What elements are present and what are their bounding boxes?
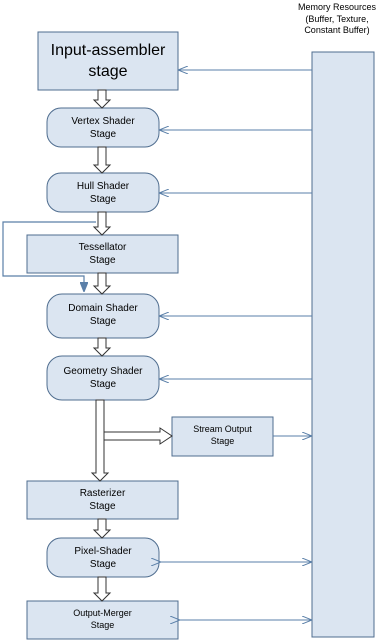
flow-arrow-ia-to-vertex xyxy=(92,89,112,109)
tessellator-bypass-arrow xyxy=(2,221,96,291)
memory-resources-label: Memory Resources (Buffer, Texture, Const… xyxy=(297,2,377,35)
memory-resources-column xyxy=(311,51,375,638)
stream-output-stage-box xyxy=(171,416,274,457)
flow-arrow-vertex-to-hull xyxy=(92,146,112,174)
tessellator-stage-box xyxy=(26,234,179,274)
tessellator-stage-label: Tessellator Stage xyxy=(78,242,127,266)
vertex-shader-stage-label: Vertex Shader Stage xyxy=(71,116,135,140)
hull-shader-stage-label: Hull Shader Stage xyxy=(76,181,130,205)
stream-output-stage-label: Stream Output Stage xyxy=(193,424,252,446)
flow-arrow-geometry-to-stream-output xyxy=(103,427,173,445)
domain-shader-stage-label: Domain Shader Stage xyxy=(68,303,138,327)
flow-arrow-pixel-to-output-merger xyxy=(92,576,112,602)
pixel-shader-stage-label: Pixel-Shader Stage xyxy=(74,546,132,570)
geometry-shader-stage-label: Geometry Shader Stage xyxy=(63,366,143,390)
flow-arrow-geometry-to-rasterizer xyxy=(90,399,110,482)
rasterizer-stage-label: Rasterizer Stage xyxy=(79,488,126,512)
output-merger-stage-label: Output-Merger Stage xyxy=(73,608,132,630)
flow-arrow-tessellator-to-domain xyxy=(92,272,112,295)
flow-arrow-domain-to-geometry xyxy=(92,337,112,357)
flow-arrow-hull-to-tessellator xyxy=(92,211,112,236)
input-assembler-stage-box xyxy=(37,31,179,91)
flow-arrow-rasterizer-to-pixel xyxy=(92,518,112,539)
output-merger-stage-box xyxy=(26,600,179,640)
input-assembler-stage-label: Input-assembler stage xyxy=(50,42,166,80)
